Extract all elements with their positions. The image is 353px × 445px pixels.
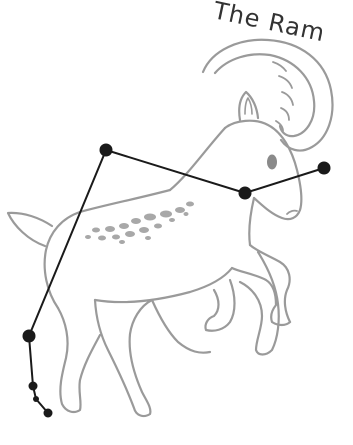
ram-front-standing-leg xyxy=(152,300,210,353)
ram-horn-ridges xyxy=(273,62,293,131)
constellation-line xyxy=(106,150,245,193)
ram-body-spots xyxy=(85,202,194,245)
ram-hind-leg-front xyxy=(95,300,152,416)
ram-drawing xyxy=(8,40,332,416)
constellation-line xyxy=(29,336,33,386)
ram-mouth xyxy=(287,211,297,214)
ram-ear-inner xyxy=(245,98,252,114)
ram-eye xyxy=(267,155,277,170)
star-dot xyxy=(33,396,39,402)
star-dot xyxy=(239,187,252,200)
ram-front-leg2 xyxy=(240,252,279,355)
star-dot xyxy=(318,162,331,175)
star-dot xyxy=(29,382,38,391)
ram-neck xyxy=(170,128,225,190)
ram-inner-front-leg xyxy=(205,280,234,331)
ram-chest xyxy=(249,198,254,245)
star-dot xyxy=(23,330,36,343)
ram-belly xyxy=(95,268,232,302)
ram-back xyxy=(45,190,170,308)
ram-hind-leg-back xyxy=(58,308,100,412)
star-dot xyxy=(100,144,113,157)
ram-tail xyxy=(8,213,52,246)
constellation-lines xyxy=(29,150,324,413)
star-dot xyxy=(44,409,53,418)
constellation-line xyxy=(245,168,324,193)
ram-ear xyxy=(239,92,258,120)
constellation-line xyxy=(29,150,106,336)
